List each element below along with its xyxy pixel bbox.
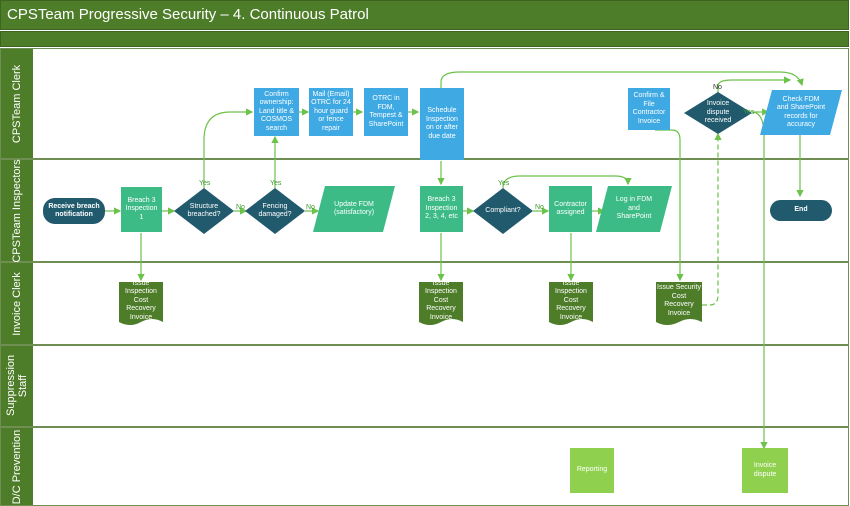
edge-confirm-file-to-security bbox=[655, 129, 684, 282]
otrc-in-fdm-label: OTRC in FDM, Tempest & SharePoint bbox=[368, 95, 404, 128]
breach3-inspection1-label: Breach 3 Inspection 1 bbox=[125, 196, 158, 221]
invoice2-document bbox=[419, 282, 463, 325]
invoice1-document bbox=[119, 282, 163, 325]
structure-yes-label: Yes bbox=[199, 180, 211, 187]
fencing-damaged-label: Fencing damaged? bbox=[258, 202, 292, 219]
diagram-title: CPSTeam Progressive Security – 4. Contin… bbox=[7, 6, 369, 23]
invoice3-document bbox=[549, 282, 593, 325]
dispute-yes-label: Yes bbox=[743, 109, 755, 116]
confirm-ownership-box: Confirm ownership: Land title & COSMOS s… bbox=[254, 88, 299, 136]
contractor-assigned-label: Contractor assigned bbox=[554, 200, 587, 217]
reporting-label: Reporting bbox=[576, 466, 608, 474]
invoice-dispute-diamond bbox=[684, 92, 752, 134]
log-fdm-label: Log in FDM and SharePoint bbox=[615, 196, 653, 221]
compliant-yes-label: Yes bbox=[498, 180, 510, 187]
edge-schedule-loop-to-check bbox=[440, 71, 804, 88]
update-fdm-parallelogram bbox=[313, 186, 395, 232]
invoice3-label: Issue Inspection Cost Recovery Invoice bbox=[555, 279, 587, 321]
update-fdm-label: Update FDM (satisfactory) bbox=[333, 200, 375, 217]
edge-dispute-no-to-check bbox=[717, 76, 792, 95]
confirm-file-invoice-label: Confirm & File Contractor Invoice bbox=[632, 92, 666, 125]
compliant-no-label: No bbox=[535, 204, 544, 211]
invoice-dispute-box: Invoice dispute bbox=[742, 448, 788, 493]
edge-structure-yes-to-confirm bbox=[203, 108, 254, 188]
invoice-dispute-received-label: Invoice dispute received bbox=[704, 100, 732, 125]
breach3-inspection234-label: Breach 3 Inspection 2, 3, 4, etc bbox=[425, 196, 458, 221]
security-invoice-document bbox=[656, 282, 702, 325]
invoice-dispute-label: Invoice dispute bbox=[753, 462, 777, 478]
invoice2-label: Issue Inspection Cost Recovery Invoice bbox=[425, 279, 457, 321]
mail-otrc-box: Mail (Email) OTRC for 24 hour guard or f… bbox=[309, 88, 353, 136]
structure-breached-diamond bbox=[174, 188, 234, 234]
lane-suppression-staff: Suppression Staff bbox=[0, 345, 849, 427]
confirm-file-invoice-box: Confirm & File Contractor Invoice bbox=[628, 88, 670, 130]
lane-header: CPSTeam Clerk bbox=[1, 49, 33, 158]
structure-no-label: No bbox=[236, 204, 245, 211]
invoice1-label: Issue Inspection Cost Recovery Invoice bbox=[125, 279, 157, 321]
mail-otrc-label: Mail (Email) OTRC for 24 hour guard or f… bbox=[311, 90, 351, 132]
lane-header: Suppression Staff bbox=[1, 346, 33, 426]
breach3-inspection1-box: Breach 3 Inspection 1 bbox=[121, 187, 162, 232]
edge-dispute-to-lane-invoice bbox=[751, 111, 768, 450]
end-terminal: End bbox=[770, 200, 832, 221]
lane-header: D/C Prevention bbox=[1, 428, 33, 505]
confirm-ownership-label: Confirm ownership: Land title & COSMOS s… bbox=[258, 90, 295, 132]
sub-header-bar bbox=[0, 31, 849, 47]
log-fdm-parallelogram bbox=[596, 186, 672, 232]
lane-header: CPSTeam Inspectors bbox=[1, 159, 33, 262]
edge-compliant-yes-to-log bbox=[502, 175, 632, 189]
schedule-inspection-box: Schedule Inspection on or after due date bbox=[420, 88, 464, 160]
fencing-no-label: No bbox=[306, 204, 315, 211]
security-invoice-label: Issue Security Cost Recovery Invoice bbox=[657, 284, 701, 317]
schedule-inspection-label: Schedule Inspection on or after due date bbox=[426, 107, 458, 140]
contractor-assigned-box: Contractor assigned bbox=[549, 186, 592, 232]
check-fdm-label: Check FDM and SharePoint records for acc… bbox=[776, 95, 826, 129]
compliant-diamond bbox=[473, 188, 533, 234]
lane-dc-prevention: D/C Prevention bbox=[0, 427, 849, 506]
breach3-inspection234-box: Breach 3 Inspection 2, 3, 4, etc bbox=[420, 186, 463, 232]
dispute-no-label: No bbox=[713, 84, 722, 91]
check-fdm-parallelogram bbox=[760, 90, 842, 135]
receive-breach-terminal: Receive breach notification bbox=[43, 198, 105, 224]
receive-breach-label: Receive breach notification bbox=[48, 202, 100, 219]
fencing-damaged-diamond bbox=[245, 188, 305, 234]
fencing-yes-label: Yes bbox=[270, 180, 282, 187]
title-bar: CPSTeam Progressive Security – 4. Contin… bbox=[0, 0, 849, 30]
structure-breached-label: Structure breached? bbox=[187, 202, 221, 219]
end-label: End bbox=[794, 206, 808, 214]
otrc-in-fdm-box: OTRC in FDM, Tempest & SharePoint bbox=[364, 88, 408, 136]
edge-security-to-dispute-dashed bbox=[702, 132, 722, 306]
lane-header: Invoice Clerk bbox=[1, 263, 33, 344]
reporting-box: Reporting bbox=[570, 448, 614, 493]
compliant-label: Compliant? bbox=[485, 206, 521, 214]
